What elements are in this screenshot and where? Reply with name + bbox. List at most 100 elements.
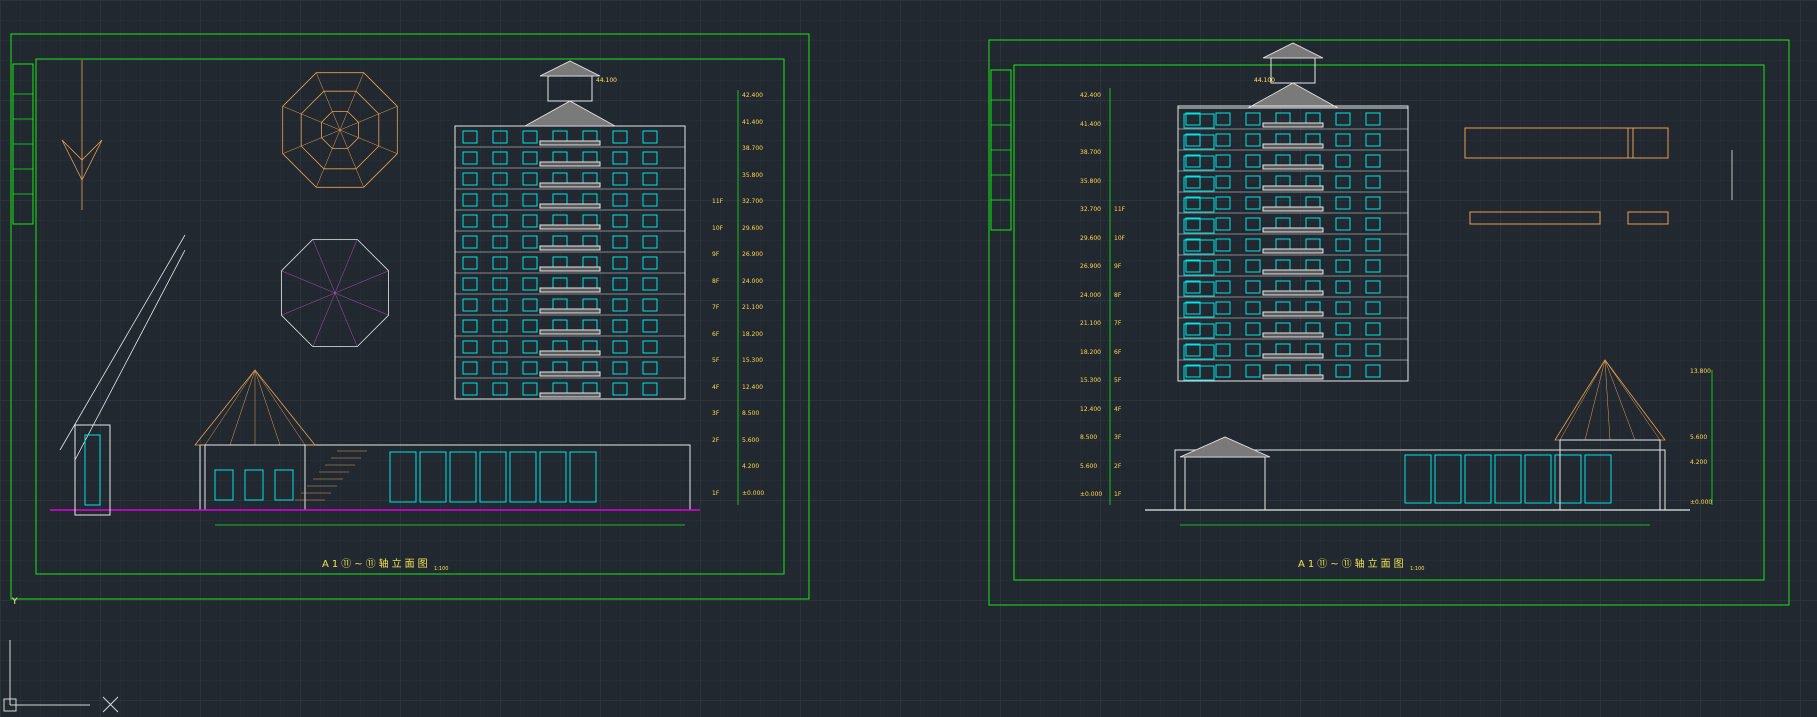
- left-window: [492, 277, 508, 291]
- right-window: [1245, 238, 1261, 252]
- left-podium-window: [539, 451, 567, 503]
- left-balcony-rail: [539, 266, 601, 272]
- left-floor-plan-radial: [281, 270, 336, 294]
- left-balcony-rail: [539, 392, 601, 398]
- right-elevation-label: 8.500: [1080, 434, 1098, 441]
- left-window: [462, 256, 478, 270]
- left-balcony-rail: [539, 371, 601, 377]
- left-elevation-label: 41.400: [742, 118, 763, 126]
- left-floor-label: 4F: [712, 383, 720, 391]
- left-window: [612, 235, 628, 249]
- left-floor-label: 7F: [712, 304, 720, 311]
- left-window: [642, 256, 658, 270]
- left-window: [612, 130, 628, 144]
- left-elevation-label: 29.600: [742, 224, 763, 232]
- right-window: [1365, 259, 1381, 273]
- right-tower-outline: [1177, 105, 1409, 382]
- left-window: [492, 214, 508, 228]
- left-pavilion-roof-rib: [254, 369, 281, 446]
- right-window: [1185, 238, 1201, 252]
- left-floor-plan-radial: [334, 292, 389, 316]
- right-window: [1185, 259, 1201, 273]
- right-side-window: [1183, 218, 1215, 234]
- right-window: [1365, 280, 1381, 294]
- right-podium-window: [1584, 454, 1612, 504]
- right-top-level: 44.100: [1254, 77, 1275, 84]
- left-window: [462, 130, 478, 144]
- right-floor-label: 9F: [1114, 263, 1122, 270]
- right-floor-label: 5F: [1114, 377, 1122, 384]
- left-roof-plan-rib: [339, 129, 398, 154]
- left-elevation-label: 18.200: [742, 330, 763, 338]
- left-roof-plan-rib: [316, 129, 341, 188]
- left-window: [492, 256, 508, 270]
- left-window: [612, 361, 628, 375]
- ucs-origin-box: [3, 698, 17, 712]
- left-window: [492, 235, 508, 249]
- right-window: [1365, 112, 1381, 126]
- left-floor-plan-radial: [312, 292, 336, 347]
- left-sheet-outer-frame: [10, 33, 810, 600]
- right-side-window: [1183, 323, 1215, 339]
- right-window: [1335, 175, 1351, 189]
- left-window: [522, 193, 538, 207]
- left-floor-plan-radial: [312, 239, 336, 294]
- right-entry-pavilion: [1184, 456, 1266, 511]
- right-side-window: [1183, 176, 1215, 192]
- left-window: [522, 172, 538, 186]
- left-gable-roof: [523, 100, 617, 127]
- left-elevation-label: 5.600: [742, 436, 760, 444]
- left-elevation-label: 32.700: [742, 198, 763, 205]
- right-detail-small-trellis: [1627, 127, 1669, 159]
- right-floor-label: 8F: [1114, 291, 1122, 299]
- right-window: [1185, 364, 1201, 378]
- right-window: [1245, 154, 1261, 168]
- right-window: [1245, 364, 1261, 378]
- left-window: [522, 319, 538, 333]
- left-podium-window: [449, 451, 477, 503]
- left-elevation-label: 8.500: [742, 410, 760, 417]
- left-window: [642, 151, 658, 165]
- right-elevation-label: 29.600: [1080, 234, 1101, 242]
- left-podium-window: [509, 451, 537, 503]
- right-window: [1215, 133, 1231, 147]
- left-window: [492, 172, 508, 186]
- left-window: [462, 214, 478, 228]
- left-elevation-label: 4.200: [742, 463, 760, 470]
- right-window: [1185, 133, 1201, 147]
- right-window: [1335, 217, 1351, 231]
- left-floor-label: 6F: [712, 330, 720, 338]
- right-elevation-label: 35.800: [1080, 177, 1101, 185]
- left-balcony-rail: [539, 140, 601, 146]
- right-side-window: [1183, 197, 1215, 213]
- right-podium-window: [1434, 454, 1462, 504]
- right-window: [1335, 259, 1351, 273]
- left-balcony-rail: [539, 224, 601, 230]
- left-roof-penthouse: [547, 75, 593, 102]
- right-window: [1335, 112, 1351, 126]
- right-balcony-rail: [1262, 122, 1324, 128]
- right-detail-beam: [1469, 211, 1601, 225]
- right-side-window: [1183, 302, 1215, 318]
- right-window: [1215, 112, 1231, 126]
- right-balcony-rail: [1262, 185, 1324, 191]
- right-sheet-outer-frame: [988, 39, 1790, 606]
- left-window: [492, 361, 508, 375]
- left-window: [612, 193, 628, 207]
- left-window: [522, 235, 538, 249]
- right-side-window: [1183, 134, 1215, 150]
- right-window: [1245, 259, 1261, 273]
- left-top-level: 44.100: [596, 77, 617, 84]
- right-elevation-label: 42.400: [1080, 92, 1101, 99]
- right-window: [1215, 175, 1231, 189]
- left-podium: [199, 444, 691, 511]
- right-balcony-rail: [1262, 290, 1324, 296]
- right-balcony-rail: [1262, 332, 1324, 338]
- right-window: [1245, 343, 1261, 357]
- left-window: [462, 151, 478, 165]
- right-side-elevation-label: 5.600: [1690, 434, 1708, 441]
- right-window: [1215, 364, 1231, 378]
- left-elevation-label: 42.400: [742, 92, 763, 99]
- right-floor-label: 4F: [1114, 405, 1122, 413]
